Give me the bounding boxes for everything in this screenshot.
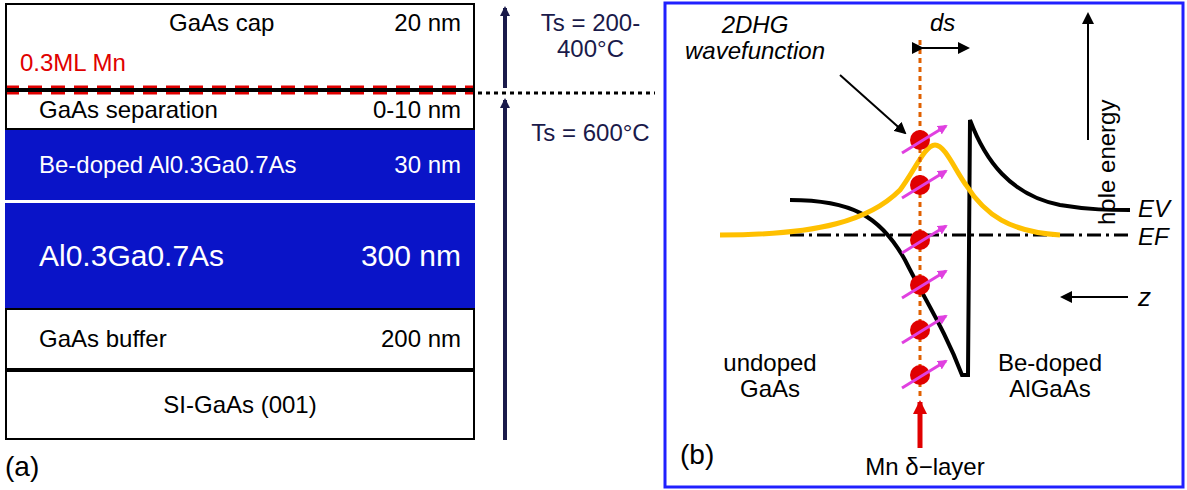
spin-arrow: [902, 316, 946, 343]
layer-name: GaAs buffer: [39, 325, 167, 353]
layer-thickness: 30 nm: [394, 151, 461, 179]
layer-name: Be-doped Al0.3Ga0.7As: [39, 151, 297, 179]
spin-arrow: [902, 271, 946, 298]
layer-box: GaAs buffer 200 nm: [5, 308, 475, 370]
axis-label: z: [1138, 283, 1151, 312]
layer-box: SI-GaAs (001): [5, 370, 475, 440]
layer-name: GaAs cap: [169, 9, 274, 37]
layer-box: Be-doped Al0.3Ga0.7As 30 nm: [5, 130, 475, 200]
region-label: undoped GaAs: [710, 350, 830, 403]
spin-arrow: [902, 361, 946, 388]
band-label: EV: [1138, 196, 1170, 222]
growth-arrow: [503, 100, 507, 440]
delta-layer-label: 0.3ML Mn: [20, 50, 126, 76]
dimension-arrow: [922, 47, 968, 49]
growth-arrow: [503, 8, 507, 88]
spin-arrow: [902, 226, 946, 253]
valence-band: [790, 120, 1130, 375]
layer-thickness: 0-10 nm: [373, 96, 461, 124]
layer-box: Al0.3Ga0.7As 300 nm: [5, 203, 475, 308]
layer-name: GaAs separation: [39, 96, 218, 124]
panel-frame: [665, 3, 1183, 487]
panel-letter: (a): [5, 452, 39, 483]
spin-arrow: [902, 126, 946, 153]
mn-arrow: [918, 402, 923, 448]
leader-line: [840, 75, 905, 133]
layer-thickness: 300 nm: [361, 239, 461, 273]
growth-boundary: [478, 92, 655, 95]
temperature-label: Ts = 600°C: [518, 120, 663, 146]
panel-letter: (b): [680, 440, 714, 471]
layer-thickness: 200 nm: [381, 325, 461, 353]
region-label: Be-doped AlGaAs: [985, 350, 1115, 403]
fermi-level: [790, 234, 1130, 237]
mn-atoms: [902, 126, 946, 388]
temperature-label: Ts = 200-400°C: [518, 10, 663, 63]
separation-label: ds: [930, 10, 955, 36]
band-label: EF: [1138, 224, 1169, 250]
layer-name: SI-GaAs (001): [163, 391, 316, 419]
mn-delta-line: [919, 40, 922, 400]
delta-layer-label: Mn δ−layer: [850, 454, 1000, 480]
layer-thickness: 20 nm: [394, 9, 461, 37]
axis-label: hole energy: [1094, 100, 1120, 225]
wavefunction-label: 2DHG wavefunction: [680, 12, 830, 65]
energy-arrow: [1087, 14, 1089, 140]
axis-arrow: [1062, 296, 1128, 298]
layer-name: Al0.3Ga0.7As: [39, 239, 224, 273]
spin-arrow: [902, 171, 946, 198]
wavefunction: [720, 145, 1060, 235]
layer-box: GaAs separation 0-10 nm: [5, 90, 475, 130]
layer-box: GaAs cap 20 nm: [5, 3, 475, 90]
